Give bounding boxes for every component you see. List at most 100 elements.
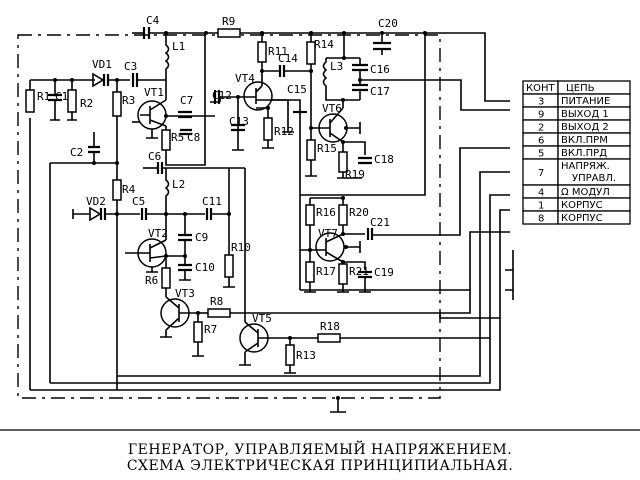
header-pin: КОНТ xyxy=(526,83,555,94)
label-C16: C16 xyxy=(370,63,390,76)
net-name: ПИТАНИЕ xyxy=(561,96,610,107)
label-C2: C2 xyxy=(70,146,83,159)
label-R16: R16 xyxy=(316,206,336,219)
resistor-R9: R9 xyxy=(204,15,241,38)
label-C11: C11 xyxy=(202,195,222,208)
pin-number: 8 xyxy=(538,214,544,225)
enclosure-outline xyxy=(17,34,441,399)
label-C6: C6 xyxy=(148,150,161,163)
pin-number: 2 xyxy=(538,123,544,134)
label-C1: C1 xyxy=(55,90,68,103)
label-VT5: VT5 xyxy=(252,312,272,325)
label-C13: C13 xyxy=(229,115,249,128)
net-name: КОРПУС xyxy=(561,200,603,211)
diode-VD1: VD1 xyxy=(92,58,112,88)
transistor-VT5: VT5 xyxy=(239,168,290,366)
net-name: НАПРЯЖ. xyxy=(561,161,610,172)
pin-number: 6 xyxy=(538,136,544,147)
resistor-R3 xyxy=(112,91,122,117)
capacitor-C7 xyxy=(178,110,192,119)
net-name: Ω МОДУЛ xyxy=(561,187,610,198)
label-C3: C3 xyxy=(124,60,137,73)
label-C8: C8 xyxy=(187,131,200,144)
label-R10: R10 xyxy=(231,241,251,254)
inductor-L2: L2 xyxy=(164,168,185,215)
label-R20: R20 xyxy=(349,206,369,219)
label-C19: C19 xyxy=(374,266,394,279)
pin-number: 3 xyxy=(538,97,544,108)
pin-number: 4 xyxy=(538,188,544,199)
label-R17: R17 xyxy=(316,265,336,278)
diode-VD2: VD2 xyxy=(72,195,107,222)
label-R2: R2 xyxy=(80,97,93,110)
label-C21: C21 xyxy=(370,216,390,229)
label-R14: R14 xyxy=(314,38,334,51)
label-R18: R18 xyxy=(320,320,340,333)
capacitor-C3: C3 xyxy=(124,60,166,87)
label-VT6: VT6 xyxy=(322,102,342,115)
label-C4: C4 xyxy=(146,14,160,27)
net-name: ВЫХОД 2 xyxy=(561,122,609,133)
label-R1: R1 xyxy=(37,90,50,103)
transistor-VT3: VT3 xyxy=(160,287,198,338)
label-R4: R4 xyxy=(122,183,136,196)
table-row: 7 НАПРЯЖ.УПРАВЛ. xyxy=(522,158,631,186)
label-VT4: VT4 xyxy=(235,72,255,85)
label-VD1: VD1 xyxy=(92,58,112,71)
label-C18: C18 xyxy=(374,153,394,166)
inductor-L1: L1 xyxy=(164,33,185,80)
label-L2: L2 xyxy=(172,178,185,191)
caption-title: ГЕНЕРАТОР, УПРАВЛЯЕМЫЙ НАПРЯЖЕНИЕМ. xyxy=(127,442,513,458)
label-VT7: VT7 xyxy=(318,227,338,240)
label-R9: R9 xyxy=(222,15,235,28)
label-R11: R11 xyxy=(268,45,288,58)
net-name: ВКЛ.ПРМ xyxy=(561,135,608,146)
capacitor-C18 xyxy=(358,156,372,165)
resistor-R4 xyxy=(112,179,122,201)
label-C5: C5 xyxy=(132,195,145,208)
resistor-R2 xyxy=(67,89,77,113)
label-C7: C7 xyxy=(180,94,193,107)
capacitor-C8 xyxy=(180,128,192,136)
resistor-R1 xyxy=(25,89,35,113)
label-VD2: VD2 xyxy=(86,195,106,208)
label-R3: R3 xyxy=(122,94,135,107)
label-R15: R15 xyxy=(317,142,337,155)
label-L1: L1 xyxy=(172,40,185,53)
label-VT3: VT3 xyxy=(175,287,195,300)
resistor-R16 xyxy=(305,204,315,226)
label-C17: C17 xyxy=(370,85,390,98)
pin-number: 9 xyxy=(538,110,544,121)
transistor-VT7: VT7 xyxy=(300,227,361,263)
label-R7: R7 xyxy=(204,323,217,336)
caption-subtitle: СХЕМА ЭЛЕКТРИЧЕСКАЯ ПРИНЦИПИАЛЬНАЯ. xyxy=(126,458,514,474)
label-R8: R8 xyxy=(210,295,223,308)
capacitor-C4: C4 xyxy=(132,14,170,39)
label-C14: C14 xyxy=(278,52,298,65)
net-name: ВКЛ.ПРД xyxy=(561,148,607,159)
transistor-VT6: VT6 xyxy=(311,100,361,155)
pin-number: 1 xyxy=(538,201,544,212)
table-row: 1 КОРПУС xyxy=(522,197,631,212)
capacitor-C21 xyxy=(366,228,374,240)
transistor-VT2: VT2 xyxy=(125,227,168,273)
table-row: 3 ПИТАНИЕ xyxy=(522,93,631,108)
label-R6: R6 xyxy=(145,274,158,287)
pin-number: 7 xyxy=(538,168,544,179)
transistor-VT4: C12 VT4 xyxy=(210,72,273,111)
inductor-L3: L3 xyxy=(322,58,360,101)
label-C12: C12 xyxy=(212,89,232,102)
label-VT1: VT1 xyxy=(144,86,164,99)
label-VT2: VT2 xyxy=(148,227,168,240)
table-row: 6 ВКЛ.ПРМ xyxy=(522,132,631,147)
net-name: УПРАВЛ. xyxy=(572,173,616,184)
net-name: КОРПУС xyxy=(561,213,603,224)
label-C9: C9 xyxy=(195,231,208,244)
label-R13: R13 xyxy=(296,349,316,362)
label-L3: L3 xyxy=(330,60,343,73)
